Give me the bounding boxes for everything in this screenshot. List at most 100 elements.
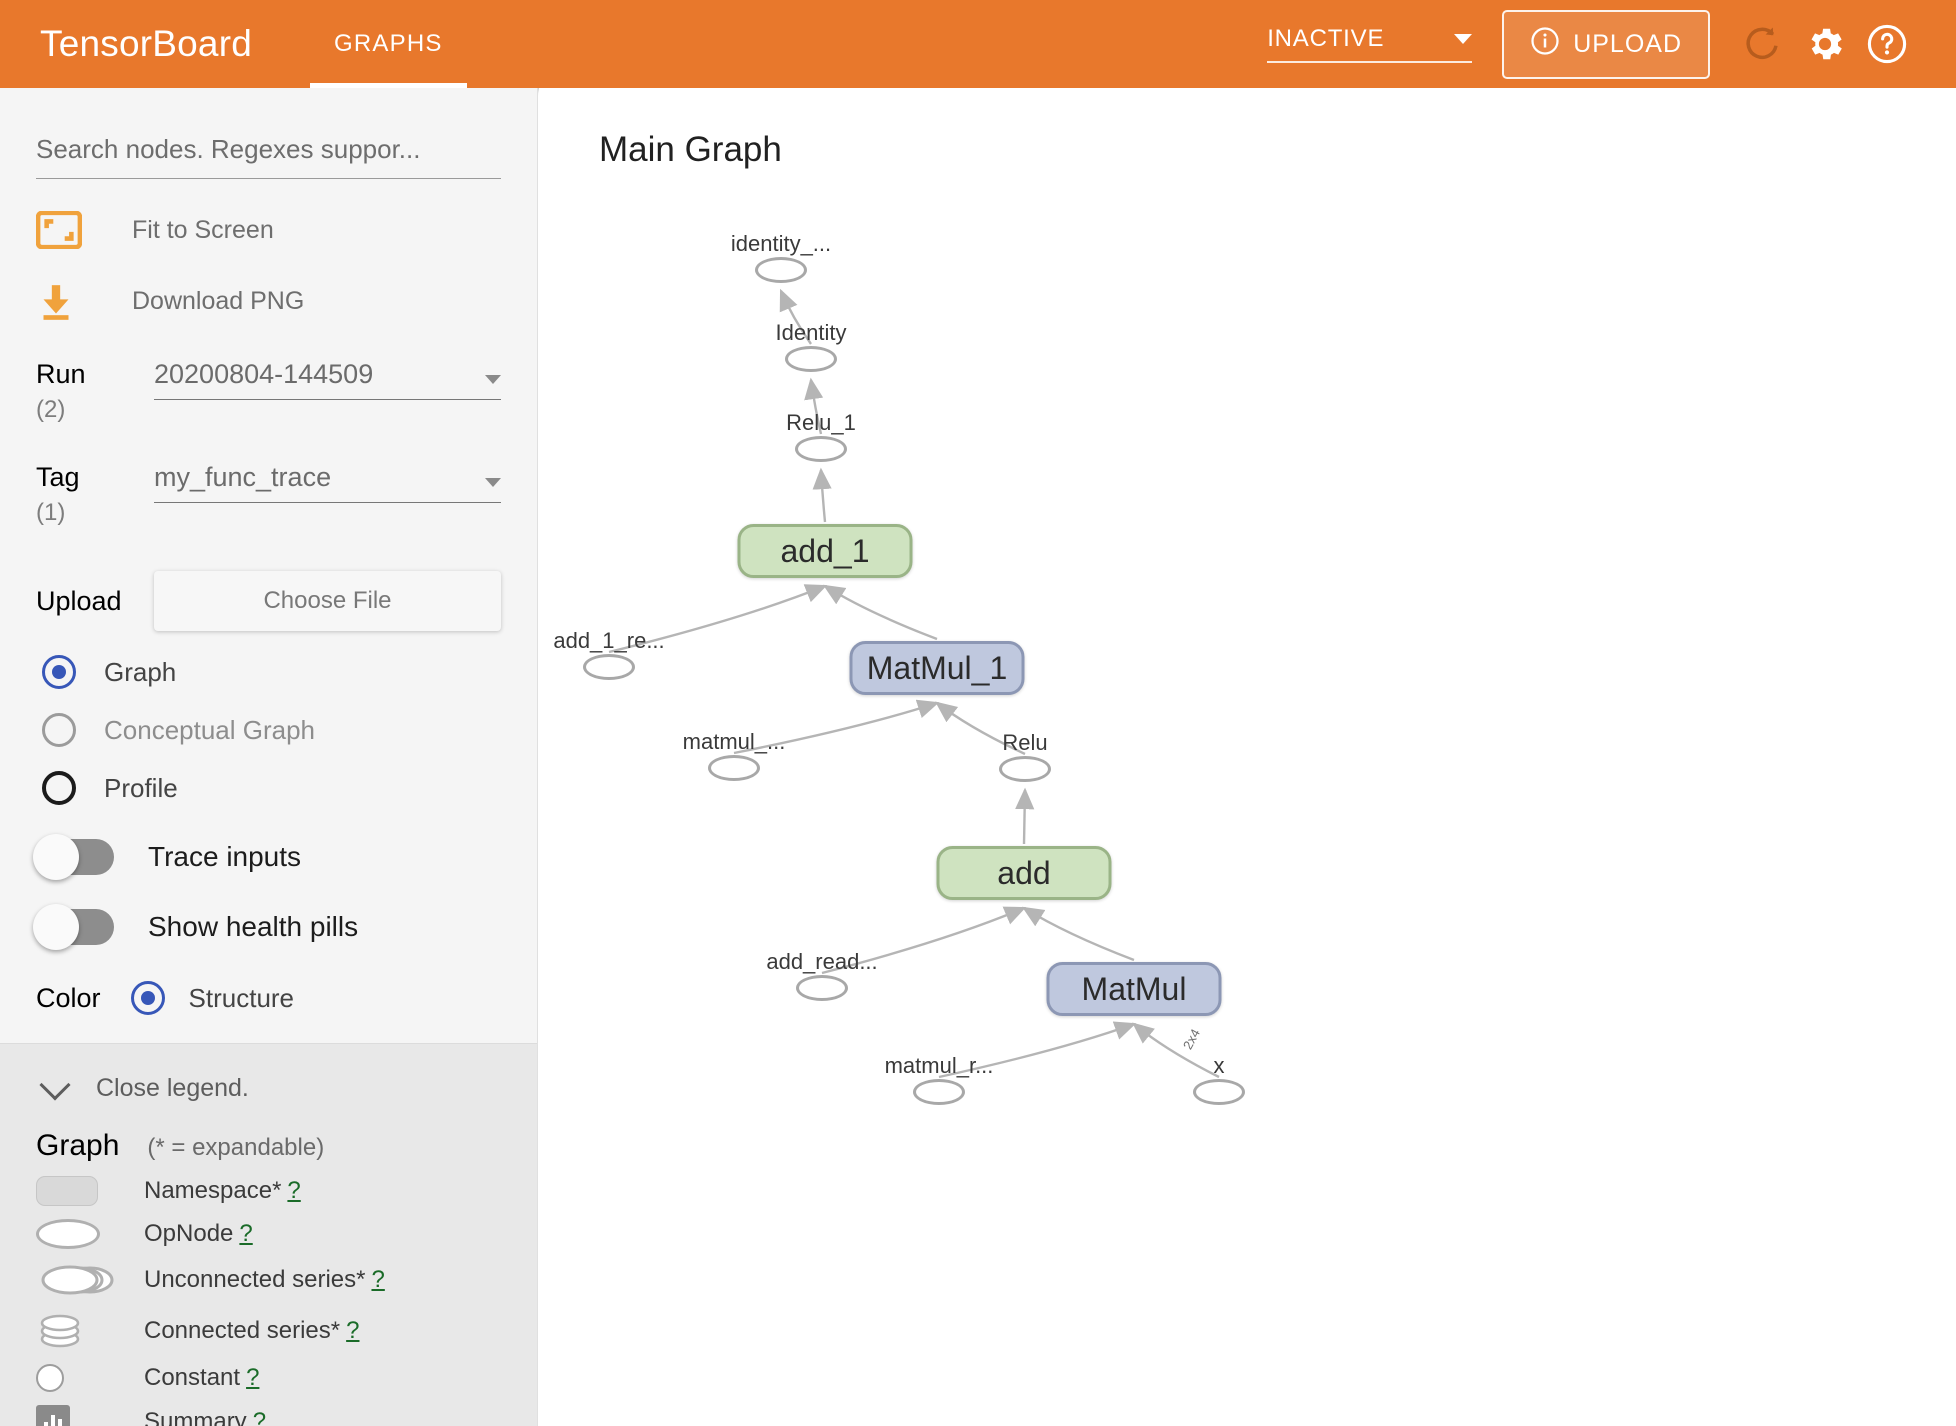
tab-graphs[interactable]: GRAPHS	[310, 0, 467, 88]
radio-graph[interactable]: Graph	[36, 655, 501, 689]
legend-item-constant: Constant?	[36, 1364, 501, 1392]
legend-subtitle: (* = expandable)	[147, 1134, 325, 1161]
graph-edge	[821, 906, 1027, 975]
graph-node-x[interactable]	[1193, 1079, 1245, 1105]
legend-title: Graph	[36, 1129, 120, 1162]
radio-profile-indicator	[42, 771, 76, 805]
tab-bar: GRAPHS	[310, 0, 467, 88]
download-png-button[interactable]: Download PNG	[36, 281, 501, 321]
graph-edge	[822, 584, 938, 641]
app-header: TensorBoard GRAPHS INACTIVE UPLOAD	[0, 0, 1956, 88]
radio-profile[interactable]: Profile	[36, 771, 501, 805]
graph-node-label-Relu: Relu	[1002, 730, 1048, 755]
graph-node-matmul_ph[interactable]	[708, 755, 760, 781]
search-placeholder: Search nodes. Regexes suppor...	[36, 134, 421, 164]
graph-edge	[733, 699, 940, 755]
run-label-group: Run (2)	[36, 359, 154, 424]
run-label: Run	[36, 359, 86, 389]
graph-node-label-add_read: add_read...	[766, 949, 878, 974]
upload-file-row: Upload Choose File	[36, 571, 501, 631]
run-status-dropdown[interactable]: INACTIVE	[1267, 25, 1473, 63]
graph-node-Identity[interactable]	[785, 346, 837, 372]
legend-item-namespace: Namespace*?	[36, 1176, 501, 1206]
upload-button[interactable]: UPLOAD	[1502, 9, 1710, 79]
choose-file-label: Choose File	[263, 587, 392, 614]
graph-node-label-identity_out: identity_...	[730, 231, 832, 256]
constant-symbol-icon	[36, 1364, 144, 1392]
graph-node-MatMul_1[interactable]: MatMul_1	[849, 641, 1025, 695]
trace-inputs-toggle[interactable]: Trace inputs	[33, 834, 501, 880]
graph-node-identity_out[interactable]	[755, 257, 807, 283]
choose-file-button[interactable]: Choose File	[154, 571, 501, 631]
show-health-pills-label: Show health pills	[148, 911, 359, 942]
graph-edge	[812, 467, 832, 523]
chevron-down-icon	[39, 1068, 71, 1101]
tag-count: (1)	[36, 499, 66, 526]
graph-edge	[608, 584, 828, 654]
summary-symbol-icon	[36, 1405, 144, 1426]
fit-to-screen-label: Fit to Screen	[132, 215, 274, 244]
legend-panel: Close legend. Graph (* = expandable) Nam…	[0, 1043, 537, 1426]
graph-edge	[938, 1021, 1137, 1079]
graph-node-MatMul[interactable]: MatMul	[1046, 962, 1222, 1016]
graph-node-Relu_1[interactable]	[795, 436, 847, 462]
sidebar-controls: Search nodes. Regexes suppor... Fit to S…	[0, 134, 537, 1039]
help-icon[interactable]	[1856, 13, 1918, 75]
legend-item-connected-series: Connected series*?	[36, 1311, 501, 1351]
show-health-pills-toggle[interactable]: Show health pills	[33, 904, 501, 950]
unconnected-series-symbol-icon	[36, 1262, 144, 1298]
chevron-down-icon	[485, 375, 501, 384]
radio-conceptual-graph[interactable]: Conceptual Graph	[36, 713, 501, 747]
help-link-opnode[interactable]: ?	[239, 1220, 253, 1247]
graph-node-Relu[interactable]	[999, 756, 1051, 782]
run-selector[interactable]: Run (2) 20200804-144509	[36, 359, 501, 424]
connected-series-symbol-icon	[36, 1311, 144, 1351]
graph-node-add[interactable]: add	[936, 846, 1112, 900]
namespace-symbol-icon	[36, 1176, 144, 1206]
graph-node-add_1[interactable]: add_1	[737, 524, 913, 578]
help-link-namespace[interactable]: ?	[287, 1177, 301, 1204]
run-count: (2)	[36, 396, 66, 423]
chevron-down-icon	[1454, 34, 1473, 44]
radio-conceptual-graph-label: Conceptual Graph	[104, 714, 316, 745]
tag-label: Tag	[36, 462, 80, 492]
run-dropdown[interactable]: 20200804-144509	[154, 359, 501, 400]
graph-node-add_1_read[interactable]	[583, 654, 635, 680]
gear-icon[interactable]	[1794, 13, 1856, 75]
tag-selector[interactable]: Tag (1) my_func_trace	[36, 462, 501, 527]
opnode-symbol-icon	[36, 1219, 144, 1249]
help-link-summary[interactable]: ?	[252, 1408, 267, 1426]
graph-edge	[779, 288, 812, 345]
help-link-connected-series[interactable]: ?	[346, 1317, 360, 1344]
tag-label-group: Tag (1)	[36, 462, 154, 527]
radio-structure-indicator[interactable]	[130, 981, 165, 1015]
trace-inputs-label: Trace inputs	[148, 841, 302, 872]
graph-node-label-matmul_ph: matmul_...	[682, 729, 786, 754]
upload-button-label: UPLOAD	[1573, 29, 1682, 58]
close-legend-button[interactable]: Close legend.	[36, 1068, 501, 1103]
graph-node-add_read[interactable]	[796, 975, 848, 1001]
show-health-pills-toggle-switch[interactable]	[33, 904, 114, 950]
search-input[interactable]: Search nodes. Regexes suppor...	[36, 134, 501, 179]
graph-edge	[1132, 1022, 1220, 1079]
graph-node-label-add_1_read: add_1_re...	[553, 628, 665, 653]
graph-edge	[804, 377, 824, 435]
radio-graph-label: Graph	[104, 656, 177, 687]
legend-label-namespace: Namespace*	[144, 1177, 282, 1204]
tag-value: my_func_trace	[154, 462, 332, 492]
refresh-icon[interactable]	[1732, 13, 1794, 75]
graph-node-matmul_r[interactable]	[913, 1079, 965, 1105]
run-value: 20200804-144509	[154, 359, 374, 389]
legend-label-connected-series: Connected series*	[144, 1317, 341, 1344]
legend-label-constant: Constant	[144, 1364, 241, 1391]
radio-conceptual-graph-indicator	[42, 713, 76, 747]
trace-inputs-toggle-switch[interactable]	[33, 834, 114, 880]
graph-node-label-Relu_1: Relu_1	[786, 410, 856, 435]
page-title: Main Graph	[599, 130, 782, 169]
help-link-constant[interactable]: ?	[246, 1364, 260, 1391]
fit-to-screen-button[interactable]: Fit to Screen	[36, 211, 501, 249]
help-link-unconnected-series[interactable]: ?	[371, 1266, 385, 1293]
tag-dropdown[interactable]: my_func_trace	[154, 462, 501, 503]
legend-item-unconnected-series: Unconnected series*?	[36, 1262, 501, 1298]
